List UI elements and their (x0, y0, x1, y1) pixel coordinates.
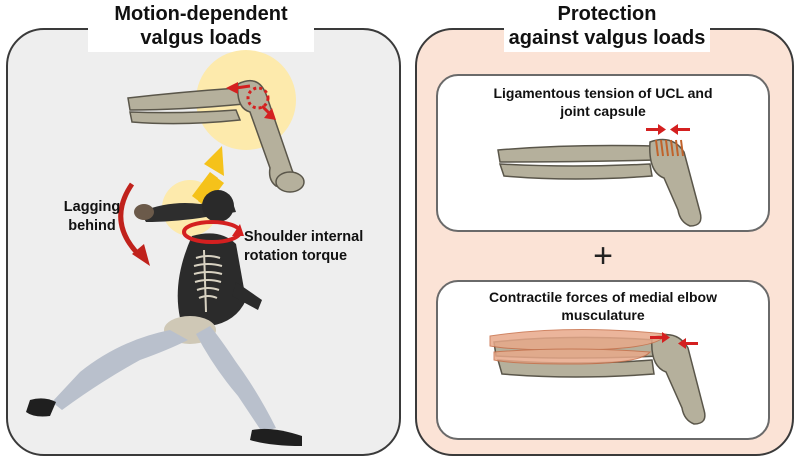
ucl-ligament-icon (655, 139, 684, 157)
shoulder-torque-label: Shoulder internal rotation torque (244, 228, 394, 266)
right-title-line2: against valgus loads (508, 27, 706, 49)
ligament-card-title: Ligamentous tension of UCL and joint cap… (438, 84, 768, 120)
pitcher-figure (26, 190, 302, 446)
torque-label-line1: Shoulder internal (244, 229, 364, 245)
ligament-card-title-line1: Ligamentous tension of UCL and (493, 85, 713, 101)
left-panel-title: Motion-dependent valgus loads (88, 2, 314, 52)
torque-label-line2: rotation torque (244, 248, 348, 264)
lag-label-line1: Lagging (63, 199, 121, 215)
lagging-behind-label: Lagging behind (54, 198, 130, 236)
muscle-card-title-line1: Contractile forces of medial elbow (489, 289, 717, 305)
muscle-card-title: Contractile forces of medial elbow muscu… (438, 288, 768, 324)
muscle-contraction-arrows-icon (650, 332, 698, 349)
right-title-line1: Protection (557, 3, 657, 25)
elbow-bones-ucl (497, 138, 702, 227)
muscle-card-title-line2: musculature (561, 307, 645, 323)
ligament-card-title-line2: joint capsule (560, 103, 646, 119)
forearm-muscles-icon (489, 328, 667, 365)
lagging-behind-arrow-icon (118, 182, 150, 266)
plus-sign: + (593, 237, 613, 275)
lag-label-line2: behind (68, 218, 116, 234)
left-title-line2: valgus loads (140, 27, 262, 49)
ucl-tension-arrows-icon (646, 124, 690, 135)
left-title-line1: Motion-dependent (114, 3, 288, 25)
right-panel-title: Protection against valgus loads (504, 2, 710, 52)
elbow-bones-enlarged (127, 79, 305, 193)
